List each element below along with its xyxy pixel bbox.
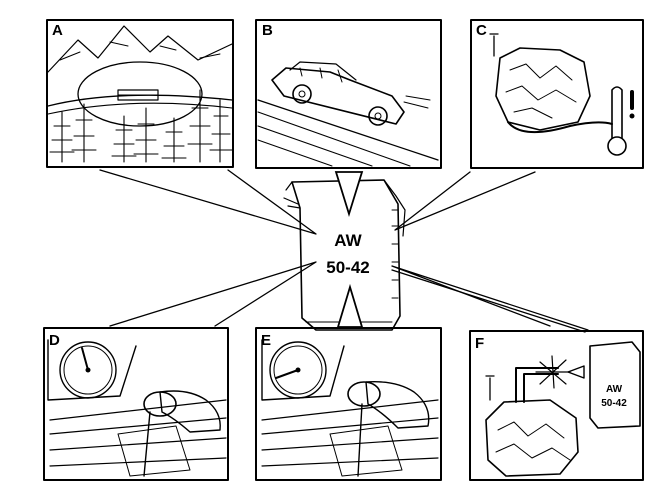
control-unit-small: AW 50-42	[589, 341, 641, 429]
connector-d	[109, 261, 317, 327]
transmission-icon	[485, 375, 579, 477]
panel-a-label: A	[52, 22, 63, 39]
transmission-icon	[489, 33, 591, 131]
panel-b-label: B	[262, 22, 273, 39]
arrow-up-icon	[336, 283, 364, 328]
central-control-unit: AW 50-42	[283, 171, 406, 331]
spark-icon	[535, 355, 585, 389]
panel-f-label: F	[475, 335, 484, 352]
panel-c-label: C	[476, 22, 487, 39]
connector-f	[391, 265, 589, 331]
thermometer-icon	[607, 86, 627, 156]
connector-c	[394, 171, 536, 231]
panel-f-unit-line1: AW	[606, 384, 623, 395]
car-icon	[271, 61, 431, 126]
control-unit-line1: AW	[334, 231, 362, 250]
panel-e-label: E	[261, 332, 271, 349]
panel-a: A	[46, 19, 234, 168]
panel-f: AW 50-42 F	[469, 330, 644, 481]
speedometer-icon	[47, 339, 137, 401]
tree-group	[49, 89, 233, 163]
panel-d: D	[43, 327, 229, 481]
arrow-down-icon	[334, 171, 364, 218]
connector-lines	[99, 169, 589, 333]
gear-lever-icon	[117, 390, 221, 477]
panel-d-label: D	[49, 332, 60, 349]
panel-b: B	[255, 19, 442, 169]
connector-f-extra	[391, 269, 586, 333]
speedometer-icon	[261, 339, 345, 401]
connector-a	[99, 169, 317, 235]
panel-c: C	[470, 19, 644, 169]
gear-lever-icon	[329, 381, 430, 477]
panel-f-unit-line2: 50-42	[601, 398, 627, 409]
warning-exclamation-icon	[629, 90, 635, 119]
panel-e: E	[255, 327, 442, 481]
control-unit-line2: 50-42	[326, 258, 369, 277]
